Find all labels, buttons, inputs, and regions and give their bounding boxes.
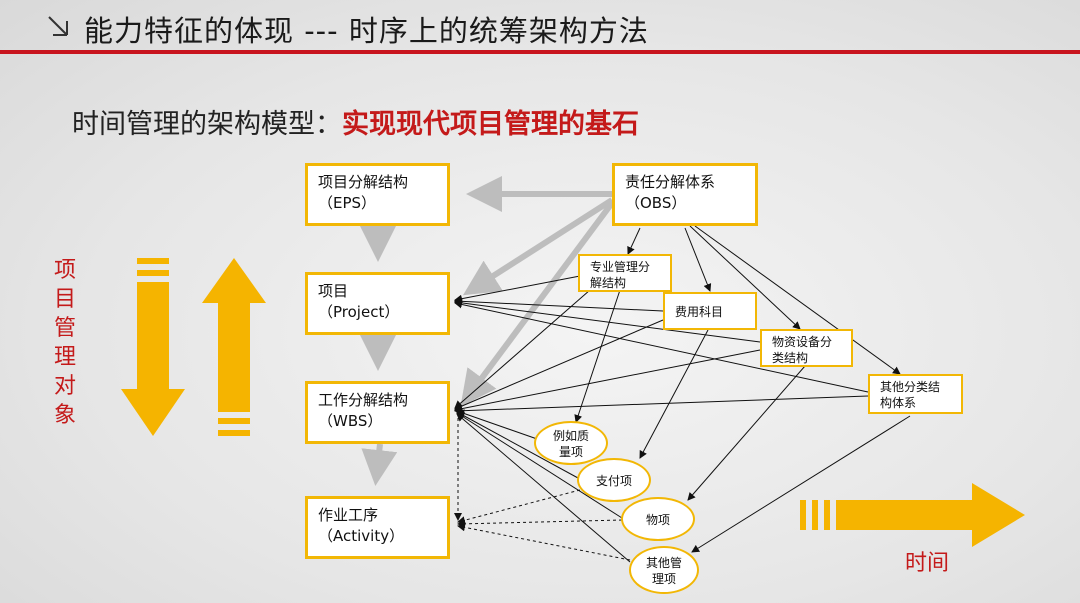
dashed-activity-arrows <box>454 418 631 561</box>
side-label-char: 理 <box>53 345 76 370</box>
material-equipment-line2: 类结构 <box>772 351 809 365</box>
other-structure-line1: 其他分类结 <box>880 380 941 394</box>
material-item-line1: 物项 <box>645 513 670 527</box>
quality-item-line1: 例如质 <box>552 429 589 443</box>
wbs-box-line1: 工作分解结构 <box>318 391 409 409</box>
activity-box: 作业工序 （Activity） <box>305 496 450 559</box>
activity-box-line1: 作业工序 <box>318 506 379 524</box>
other-management-item-oval: 其他管 理项 <box>629 546 699 594</box>
quality-item-line2: 量项 <box>558 445 583 459</box>
material-item-oval: 物项 <box>621 497 695 541</box>
professional-breakdown-line2: 解结构 <box>590 276 627 290</box>
obs-box-line1: 责任分解体系 <box>625 173 716 191</box>
obs-box: 责任分解体系 （OBS） <box>612 163 758 226</box>
up-arrow-icon <box>202 258 266 436</box>
time-arrow-icon <box>800 483 1025 547</box>
eps-box: 项目分解结构 （EPS） <box>305 163 450 226</box>
subtitle: 时间管理的架构模型：实现现代项目管理的基石 <box>72 102 639 141</box>
black-relation-arrows <box>454 225 911 563</box>
subtitle-highlight: 实现现代项目管理的基石 <box>342 109 639 140</box>
title-divider <box>0 50 1080 54</box>
side-label-char: 目 <box>53 287 76 312</box>
project-box-line1: 项目 <box>318 282 349 300</box>
time-label: 时间 <box>905 551 950 576</box>
other-structure-box: 其他分类结 构体系 <box>868 374 963 414</box>
professional-breakdown-line1: 专业管理分 <box>590 260 651 274</box>
wbs-box: 工作分解结构 （WBS） <box>305 381 450 444</box>
subtitle-prefix: 时间管理的架构模型： <box>72 109 342 140</box>
other-management-line1: 其他管 <box>645 556 682 570</box>
wbs-box-line2: （WBS） <box>318 412 383 430</box>
project-management-object-label: 项 目 管 理 对 象 <box>52 256 78 430</box>
material-equipment-box: 物资设备分 类结构 <box>760 329 853 367</box>
page-title: 能力特征的体现 --- 时序上的统筹架构方法 <box>84 14 649 48</box>
material-equipment-line1: 物资设备分 <box>772 335 833 349</box>
side-label-char: 管 <box>53 316 76 341</box>
eps-box-line2: （EPS） <box>318 194 377 212</box>
other-structure-line2: 构体系 <box>880 396 917 410</box>
project-box-line2: （Project） <box>318 303 400 321</box>
professional-breakdown-box: 专业管理分 解结构 <box>578 254 672 292</box>
project-box: 项目 （Project） <box>305 272 450 335</box>
other-management-line2: 理项 <box>651 572 676 586</box>
down-arrow-icon <box>121 258 185 436</box>
cost-account-line1: 费用科目 <box>675 305 724 319</box>
arrow-down-right-icon <box>48 16 68 36</box>
quality-item-oval: 例如质 量项 <box>534 421 608 465</box>
obs-box-line2: （OBS） <box>625 194 687 212</box>
side-label-char: 象 <box>53 403 76 428</box>
payment-item-line1: 支付项 <box>595 474 632 488</box>
eps-box-line1: 项目分解结构 <box>318 173 409 191</box>
side-label-char: 项 <box>53 258 76 283</box>
side-label-char: 对 <box>53 374 76 399</box>
cost-account-box: 费用科目 <box>663 292 757 330</box>
gray-flow-arrows <box>360 176 615 486</box>
payment-item-oval: 支付项 <box>577 458 651 502</box>
activity-box-line2: （Activity） <box>318 527 405 545</box>
